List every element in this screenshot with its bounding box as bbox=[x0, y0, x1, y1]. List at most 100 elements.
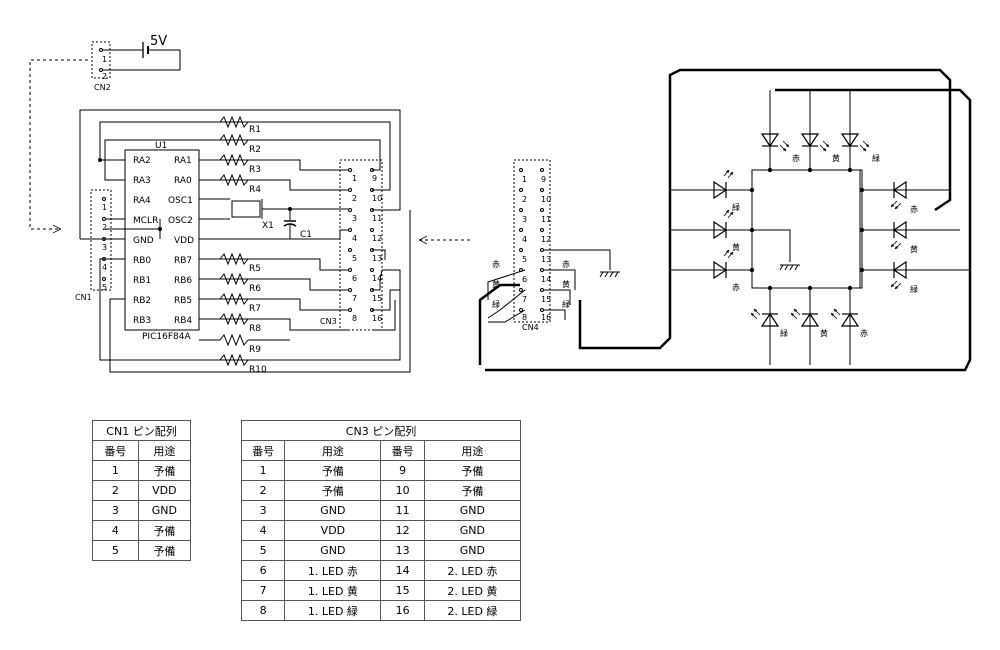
cn3-pins bbox=[348, 168, 374, 312]
cn3-header-usage-right: 用途 bbox=[423, 440, 522, 461]
resistor-r9-label: R9 bbox=[249, 345, 261, 355]
power-voltage-label: 5V bbox=[150, 34, 167, 49]
cn4-left-color-2: 黄 bbox=[492, 279, 500, 289]
resistor-r10-label: R10 bbox=[249, 365, 267, 375]
mcu-pin-vdd: VDD bbox=[174, 236, 194, 246]
cn3-cell: GND bbox=[423, 540, 522, 561]
cn3-connector bbox=[339, 159, 383, 331]
mcu-pin-rb7: RB7 bbox=[174, 256, 192, 266]
cn3-pin-13: 13 bbox=[372, 254, 382, 263]
mcu-body bbox=[124, 149, 200, 331]
cn4-left-color-1: 赤 bbox=[492, 260, 500, 269]
mcu-right-pins: RA1 RA0 OSC1 OSC2 VDD RB7 RB6 RB5 RB4 bbox=[168, 156, 194, 326]
mcu-pin-rb2: RB2 bbox=[133, 296, 151, 306]
cn4-pin-14: 14 bbox=[541, 275, 551, 284]
led-top-1-color: 赤 bbox=[792, 154, 800, 163]
cn3-cell: 13 bbox=[380, 540, 425, 561]
cn1-header-usage: 用途 bbox=[137, 440, 192, 461]
cn1-pin-4: 4 bbox=[102, 263, 107, 272]
cn3-cell: 3 bbox=[240, 500, 286, 521]
cn4-pins bbox=[519, 168, 544, 312]
resistor-r4-label: R4 bbox=[249, 185, 261, 195]
mcu-pin-ra4: RA4 bbox=[133, 196, 151, 206]
cn3-pin-12: 12 bbox=[372, 234, 382, 243]
cn3-cell: 2. LED 黄 bbox=[423, 580, 522, 601]
cn4-pin-8: 8 bbox=[522, 313, 527, 322]
cn3-cell: 15 bbox=[380, 580, 425, 601]
cn4-pin-11: 11 bbox=[541, 215, 551, 224]
led-bottom-1-color: 緑 bbox=[780, 328, 788, 338]
cn3-pin-labels: 1 2 3 4 5 6 7 8 9 10 11 12 13 14 15 16 bbox=[352, 174, 382, 323]
cn3-pin-5: 5 bbox=[352, 254, 357, 263]
cn4-pin-15: 15 bbox=[541, 295, 551, 304]
cn3-cell: GND bbox=[423, 500, 522, 521]
resistor-symbols bbox=[199, 115, 290, 367]
cn3-cell: 10 bbox=[380, 480, 425, 501]
cn2-pin-1: 1 bbox=[102, 55, 107, 64]
cn3-pin-11: 11 bbox=[372, 214, 382, 223]
cn1-cell: VDD bbox=[137, 480, 192, 501]
resistor-r1-label: R1 bbox=[249, 125, 261, 135]
mcu-pin-ra3: RA3 bbox=[133, 176, 151, 186]
cn1-pin-3: 3 bbox=[102, 243, 107, 252]
cn3-pin-16: 16 bbox=[372, 314, 382, 323]
mcu-pin-ra0: RA0 bbox=[174, 176, 192, 186]
cn3-cell: GND bbox=[284, 500, 382, 521]
mcu-pin-rb6: RB6 bbox=[174, 276, 192, 286]
cn1-cell: 3 bbox=[92, 500, 139, 521]
cn3-cell: 16 bbox=[380, 600, 425, 621]
cn3-cell: GND bbox=[423, 520, 522, 541]
cn1-pin-5: 5 bbox=[102, 283, 107, 292]
cn3-label: CN3 bbox=[320, 317, 337, 326]
cn4-pin-12: 12 bbox=[541, 235, 551, 244]
resistor-r5-label: R5 bbox=[249, 264, 261, 274]
cn3-cell: 2 bbox=[240, 480, 286, 501]
capacitor-ref: C1 bbox=[300, 230, 312, 240]
cn1-connector bbox=[90, 189, 112, 291]
cn4-pin-16: 16 bbox=[541, 313, 551, 322]
cn4-pin-6: 6 bbox=[522, 275, 527, 284]
junction-dots bbox=[98, 158, 865, 291]
led-left-2-color: 黄 bbox=[732, 242, 740, 252]
mcu-pin-ra1: RA1 bbox=[174, 156, 192, 166]
mcu-pin-rb0: RB0 bbox=[133, 256, 151, 266]
resistor-r2-label: R2 bbox=[249, 145, 261, 155]
mcu-pin-rb1: RB1 bbox=[133, 276, 151, 286]
resistor-r6-label: R6 bbox=[249, 284, 261, 294]
cn4-right-color-2: 黄 bbox=[562, 279, 570, 289]
cn4-pin-3: 3 bbox=[522, 215, 527, 224]
cn3-pin-6: 6 bbox=[352, 274, 357, 283]
cn3-cell: 予備 bbox=[423, 460, 522, 481]
table-header-row: 番号 用途 番号 用途 bbox=[240, 440, 522, 461]
led-left-3-color: 赤 bbox=[732, 283, 740, 292]
cn2-to-cn1-arrow bbox=[29, 59, 88, 229]
cn3-cell: 5 bbox=[240, 540, 286, 561]
cn4-pin-10: 10 bbox=[541, 195, 551, 204]
cn4-color-labels: 赤 黄 緑 赤 黄 緑 bbox=[492, 260, 570, 309]
cn3-cell: 1 bbox=[240, 460, 286, 481]
cn3-cell: 1. LED 緑 bbox=[284, 600, 382, 621]
cn3-pin-9: 9 bbox=[372, 174, 377, 183]
cn3-pin-15: 15 bbox=[372, 294, 382, 303]
led-bottom-3-color: 赤 bbox=[860, 329, 868, 338]
power-connector-cn2 bbox=[91, 41, 181, 79]
cn1-header-number: 番号 bbox=[92, 440, 139, 461]
cn4-label: CN4 bbox=[522, 323, 539, 332]
resistor-labels: R1 R2 R3 R4 R5 R6 R7 R8 R9 R10 bbox=[249, 125, 267, 375]
mcu-pin-osc1: OSC1 bbox=[168, 196, 193, 206]
mcu-pin-osc2: OSC2 bbox=[168, 216, 193, 226]
mcu-pin-rb5: RB5 bbox=[174, 296, 192, 306]
cn3-pin-4: 4 bbox=[352, 234, 357, 243]
led-emission-arrows bbox=[723, 140, 902, 320]
led-top-2-color: 黄 bbox=[832, 153, 840, 163]
